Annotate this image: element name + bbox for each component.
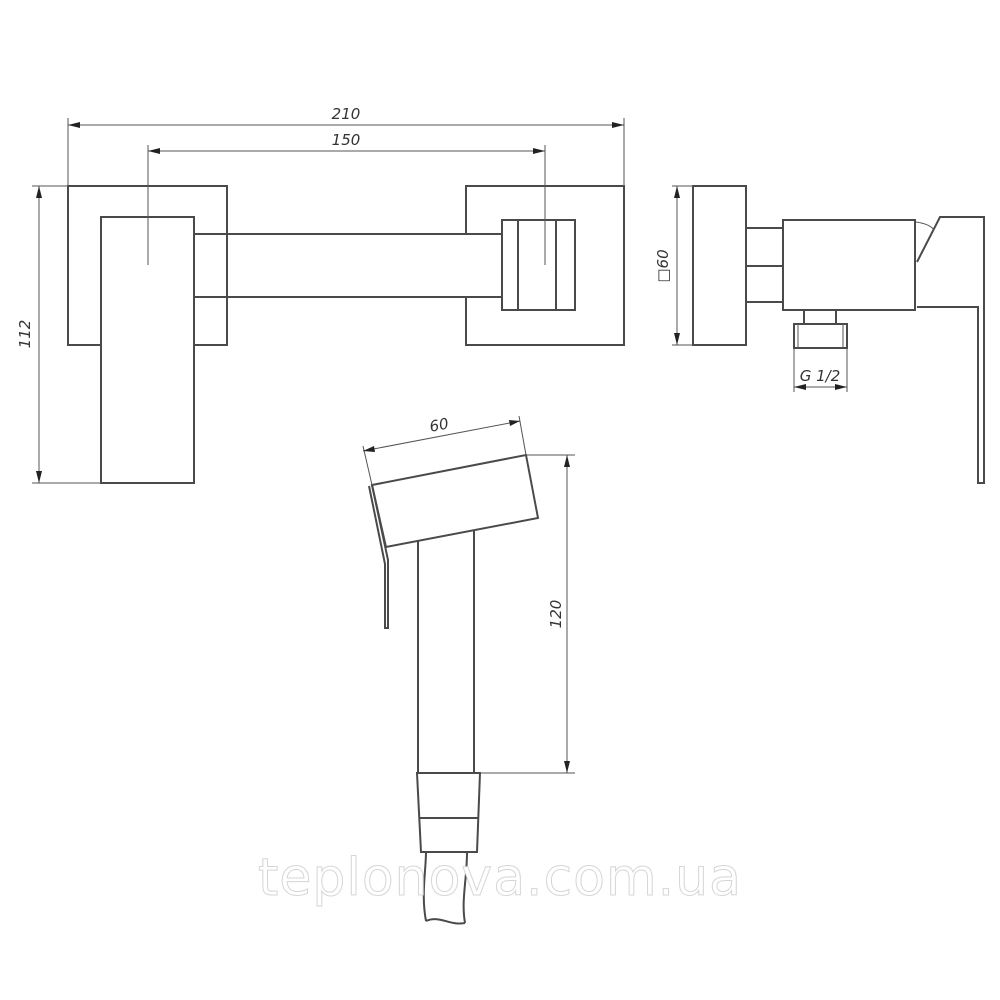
outlet-connector bbox=[501, 219, 576, 311]
dimension-60-head: 60 bbox=[362, 414, 527, 486]
dimension-g12: G 1/2 bbox=[793, 348, 848, 392]
side-mixer-body bbox=[782, 219, 916, 311]
dimension-150: 150 bbox=[147, 131, 546, 265]
dimension-120: 120 bbox=[480, 454, 575, 774]
watermark-text: teplonova.com.ua bbox=[258, 848, 742, 908]
dimension-60-square: □60 bbox=[654, 185, 693, 346]
dim-head-length: 60 bbox=[428, 414, 450, 435]
dim-plate-size: □60 bbox=[654, 249, 672, 282]
hose-connector bbox=[415, 772, 482, 853]
shower-head bbox=[370, 453, 540, 549]
side-view: □60 G 1/2 bbox=[654, 185, 985, 484]
dim-length: 120 bbox=[547, 600, 565, 629]
shower-trigger bbox=[368, 484, 389, 629]
hose bbox=[422, 851, 468, 925]
dim-height: 112 bbox=[16, 320, 34, 349]
side-outlet bbox=[803, 310, 837, 324]
dimension-210: 210 bbox=[67, 105, 625, 186]
right-wall-plate bbox=[465, 185, 625, 346]
front-view: 210 150 112 bbox=[16, 105, 625, 484]
dimension-112: 112 bbox=[16, 185, 101, 484]
shower-handle bbox=[417, 530, 475, 773]
dim-center-distance: 150 bbox=[332, 131, 361, 149]
hand-shower-view: 60 120 bbox=[362, 414, 575, 925]
mixer-body bbox=[194, 233, 502, 298]
side-lever bbox=[916, 216, 985, 484]
g12-thread bbox=[793, 323, 848, 349]
side-wall-plate bbox=[692, 185, 747, 346]
dim-thread: G 1/2 bbox=[800, 367, 841, 385]
dim-overall-width: 210 bbox=[332, 105, 361, 123]
